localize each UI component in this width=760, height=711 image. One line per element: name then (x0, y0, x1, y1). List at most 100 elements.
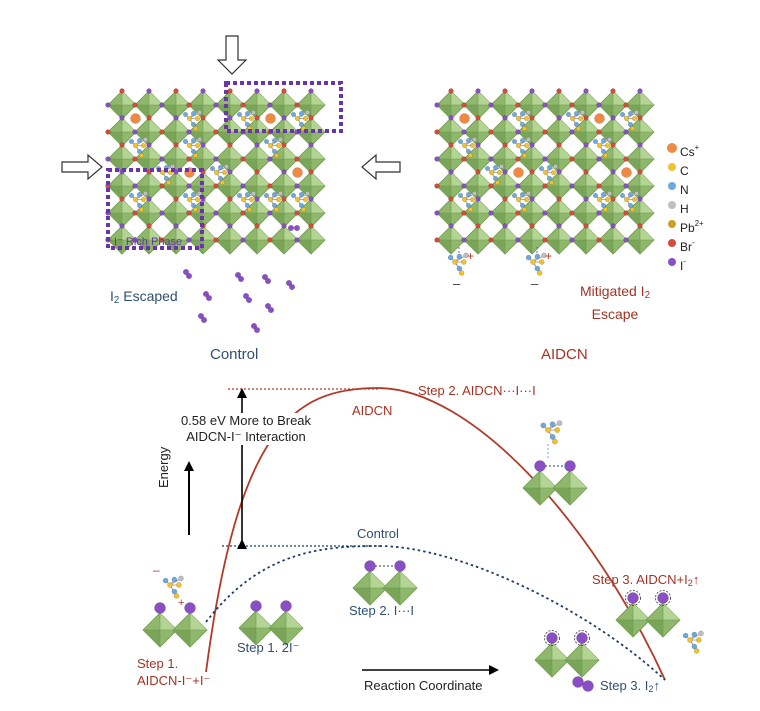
molecule-atom (569, 115, 576, 122)
octahedron-highlight (505, 225, 520, 240)
octahedron-shade (490, 105, 505, 120)
molecule-atom (240, 196, 247, 203)
octahedron (269, 225, 299, 255)
octahedron-highlight (122, 90, 137, 105)
molecule-atom (236, 192, 243, 199)
escaped-iodine (200, 316, 208, 324)
octahedron-shade (517, 132, 532, 147)
escaped-iodine (287, 224, 295, 232)
step2-control-label: Step 2. I···I (349, 603, 415, 618)
octahedron (172, 612, 208, 648)
octahedron-highlight (284, 90, 299, 105)
octahedron-shade (188, 105, 203, 120)
molecule-atom (138, 206, 145, 213)
halide-atom (475, 169, 481, 175)
halide-atom (294, 102, 300, 108)
halide-atom (475, 196, 481, 202)
aidcn-molecule (565, 109, 586, 132)
halide-atom (119, 196, 125, 202)
aidcn-molecule (128, 136, 149, 159)
halide-atom (213, 210, 219, 216)
octahedron-shade (571, 213, 586, 228)
step1-aidcn-label: Step 1. AIDCN-I⁻+I⁻ (137, 656, 211, 688)
halide-atom (637, 223, 643, 229)
aidcn-molecule (236, 190, 257, 213)
octahedron (161, 90, 191, 120)
halide-atom (240, 237, 246, 243)
octahedron-shade (625, 105, 640, 120)
halide-atom (461, 129, 467, 135)
octahedron-shade (269, 240, 284, 255)
molecule-atom (465, 148, 472, 155)
molecule-atom (623, 115, 630, 122)
molecule-atom (244, 110, 251, 117)
halide-atom (502, 142, 508, 148)
halide-atom (186, 102, 192, 108)
molecule-atom (236, 111, 243, 118)
legend-symbol: C (680, 164, 689, 178)
molecule-atom (217, 175, 224, 182)
molecule-atom (290, 192, 297, 199)
molecule-atom (277, 136, 284, 143)
octahedron-shade (107, 105, 122, 120)
legend-charge: 2+ (694, 219, 704, 228)
aidcn-molecule (511, 136, 532, 159)
molecule-atom (159, 169, 166, 176)
halide-atom (159, 129, 165, 135)
molecule-atom (573, 121, 580, 128)
octahedron-highlight (478, 117, 493, 132)
halide-atom (583, 196, 589, 202)
molecule-atom (194, 196, 201, 203)
octahedron (544, 225, 574, 255)
barrier-annotation: 0.58 eV More to Break AIDCN-I⁻ Interacti… (158, 413, 334, 445)
molecule-atom (602, 152, 609, 159)
iodide-icon (668, 258, 676, 266)
halide-atom (132, 102, 138, 108)
octahedron-highlight (633, 603, 650, 620)
halide-atom (569, 102, 575, 108)
molecule-atom (604, 142, 611, 149)
molecule-atom (519, 191, 526, 198)
molecule-atom (519, 148, 526, 155)
legend-charge: - (692, 238, 695, 247)
halide-atom (637, 169, 643, 175)
octahedron-shade (598, 186, 613, 201)
octahedron (436, 117, 466, 147)
halide-atom (159, 183, 165, 189)
octahedron-shade (544, 132, 559, 147)
octahedron-shade (535, 660, 552, 677)
cs-atom (621, 167, 632, 178)
molecule-atom (600, 148, 607, 155)
halide-atom (596, 156, 602, 162)
halide-atom (610, 169, 616, 175)
octahedron-highlight (284, 144, 299, 159)
octahedron-highlight (230, 117, 245, 132)
octahedron (134, 171, 164, 201)
octahedron-shade (188, 186, 203, 201)
molecule-atom (627, 110, 634, 117)
halide-atom (213, 183, 219, 189)
octahedron-shade (598, 105, 613, 120)
molecule-atom (534, 253, 541, 260)
octahedron (598, 225, 628, 255)
octahedron-shade (436, 240, 451, 255)
octahedron-highlight (284, 198, 299, 213)
halide-atom (448, 169, 454, 175)
aidcn-molecule (182, 190, 203, 213)
octahedron-highlight (230, 90, 245, 105)
halide-atom (610, 142, 616, 148)
molecule-atom (521, 125, 528, 132)
molecule-atom (244, 191, 251, 198)
iodide-ion (546, 632, 558, 644)
bromide-icon (668, 239, 676, 247)
octahedron (134, 198, 164, 228)
octahedron-shade (161, 132, 176, 147)
halide-atom (583, 88, 589, 94)
halide-atom (213, 237, 219, 243)
octahedron-highlight (149, 225, 164, 240)
halide-atom (610, 196, 616, 202)
halide-atom (308, 142, 314, 148)
octahedron-highlight (370, 571, 387, 588)
octahedron-highlight (586, 171, 601, 186)
octahedron-highlight (478, 225, 493, 240)
